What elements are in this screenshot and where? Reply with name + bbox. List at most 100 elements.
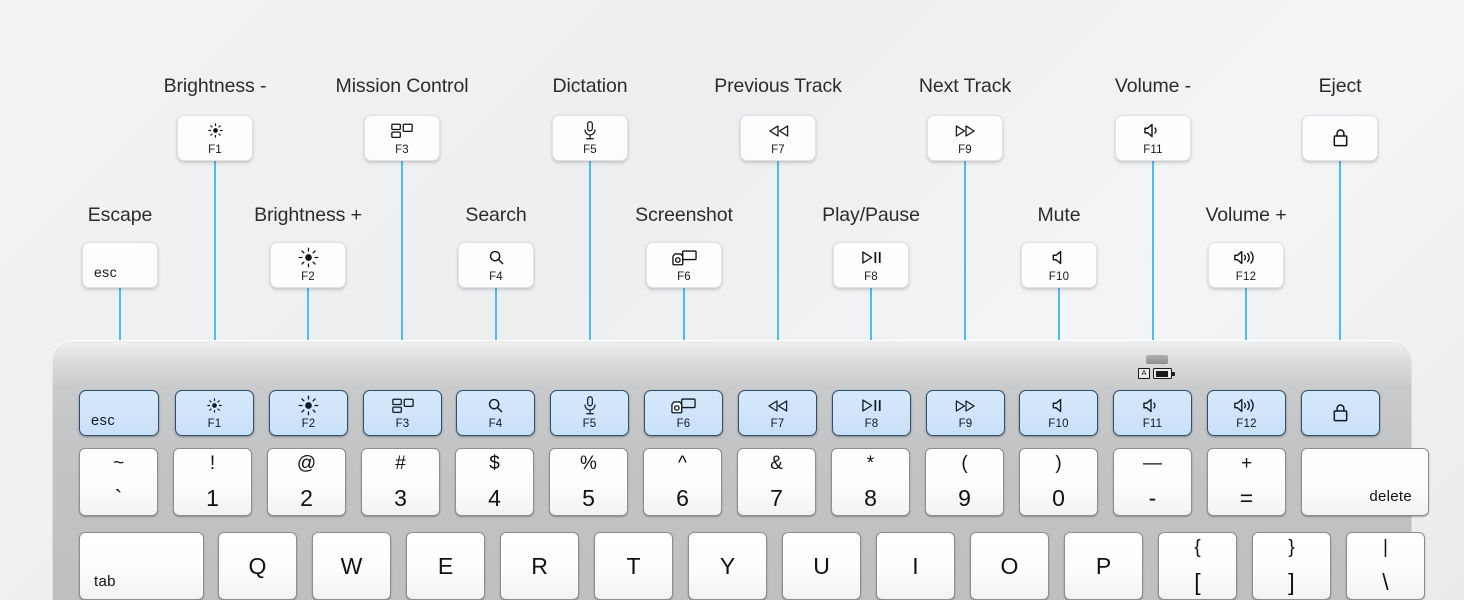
keyboard-key-w[interactable]: W <box>312 532 391 600</box>
callout-key-f5[interactable]: F5 <box>552 115 628 161</box>
keyboard-key-1[interactable]: !1 <box>173 448 252 516</box>
key-legend: F11 <box>1143 143 1163 156</box>
key-legend: F1 <box>208 143 222 156</box>
key-legend-shift: — <box>1143 453 1162 474</box>
callout-key-f4[interactable]: F4 <box>458 242 534 288</box>
key-legend: ` <box>114 485 123 511</box>
mute-icon <box>1052 396 1066 416</box>
key-legend: \ <box>1382 569 1389 595</box>
keyboard-chassis: esc F1 F2 F3 F4 F5 F6 F7 F8 <box>52 340 1429 600</box>
callout-label-f7: Previous Track <box>714 75 842 97</box>
callout-key-f9[interactable]: F9 <box>927 115 1003 161</box>
battery-indicator-icon <box>1153 368 1175 379</box>
key-legend: delete <box>1369 488 1412 505</box>
keyboard-key-eject[interactable] <box>1301 390 1380 436</box>
keyboard-key-3[interactable]: #3 <box>361 448 440 516</box>
previous-track-icon <box>766 396 789 416</box>
keyboard-key-0[interactable]: )0 <box>1019 448 1098 516</box>
key-legend-shift: ( <box>961 453 968 474</box>
keyboard-key-tab[interactable]: tab <box>79 532 204 600</box>
keyboard-key-i[interactable]: I <box>876 532 955 600</box>
keyboard-key-f4[interactable]: F4 <box>456 390 535 436</box>
keyboard-key-7[interactable]: &7 <box>737 448 816 516</box>
keyboard-key-f2[interactable]: F2 <box>269 390 348 436</box>
keyboard-key--[interactable]: —- <box>1113 448 1192 516</box>
callout-key-f3[interactable]: F3 <box>364 115 440 161</box>
keyboard-key-5[interactable]: %5 <box>549 448 628 516</box>
keyboard-key-f1[interactable]: F1 <box>175 390 254 436</box>
connector-line-f12 <box>1245 288 1247 390</box>
key-legend: W <box>340 552 363 579</box>
brightness-up-icon <box>298 247 319 269</box>
connector-line-eject <box>1339 161 1341 390</box>
key-legend-shift: ^ <box>678 453 687 474</box>
callout-key-eject[interactable] <box>1302 115 1378 161</box>
keyboard-key-t[interactable]: T <box>594 532 673 600</box>
callout-key-f10[interactable]: F10 <box>1021 242 1097 288</box>
key-legend: F2 <box>301 270 315 283</box>
key-legend: 9 <box>958 485 971 511</box>
callout-label-f10: Mute <box>1037 204 1081 226</box>
key-legend-shift: * <box>866 453 875 474</box>
keyboard-key-p[interactable]: P <box>1064 532 1143 600</box>
keyboard-key-f12[interactable]: F12 <box>1207 390 1286 436</box>
key-legend: F5 <box>582 417 597 430</box>
keyboard-key-bracket-right[interactable]: }] <box>1252 532 1331 600</box>
keyboard-key-delete[interactable]: delete <box>1301 448 1429 516</box>
keyboard-key-bracket-left[interactable]: {[ <box>1158 532 1237 600</box>
keyboard-key-f5[interactable]: F5 <box>550 390 629 436</box>
keyboard-key-f7[interactable]: F7 <box>738 390 817 436</box>
keyboard-key-f11[interactable]: F11 <box>1113 390 1192 436</box>
keyboard-key-8[interactable]: *8 <box>831 448 910 516</box>
microphone-icon <box>583 396 596 416</box>
connector-line-f10 <box>1058 288 1060 390</box>
keyboard-key-f8[interactable]: F8 <box>832 390 911 436</box>
callout-key-f12[interactable]: F12 <box>1208 242 1284 288</box>
keyboard-key-r[interactable]: R <box>500 532 579 600</box>
keyboard-key-2[interactable]: @2 <box>267 448 346 516</box>
key-legend: - <box>1148 485 1157 511</box>
key-legend: F9 <box>958 417 973 430</box>
callout-key-f7[interactable]: F7 <box>740 115 816 161</box>
connector-line-f6 <box>683 288 685 390</box>
keyboard-key-y[interactable]: Y <box>688 532 767 600</box>
connector-line-f5 <box>589 161 591 390</box>
connector-line-f1 <box>214 161 216 390</box>
callout-key-esc[interactable]: esc <box>82 242 158 288</box>
callout-key-f8[interactable]: F8 <box>833 242 909 288</box>
key-legend: 0 <box>1052 485 1065 511</box>
keyboard-key-o[interactable]: O <box>970 532 1049 600</box>
key-legend-shift: $ <box>489 453 500 474</box>
connector-line-f11 <box>1152 161 1154 390</box>
keyboard-key-f9[interactable]: F9 <box>926 390 1005 436</box>
key-legend: F6 <box>676 417 691 430</box>
callout-key-f1[interactable]: F1 <box>177 115 253 161</box>
callout-label-f12: Volume + <box>1205 204 1287 226</box>
keyboard-key-q[interactable]: Q <box>218 532 297 600</box>
callout-key-f6[interactable]: F6 <box>646 242 722 288</box>
brightness-up-icon <box>298 395 319 416</box>
keyboard-key-backslash[interactable]: |\ <box>1346 532 1425 600</box>
keyboard-key-backtick[interactable]: ~` <box>79 448 158 516</box>
mission-control-icon <box>391 120 413 142</box>
callout-key-f2[interactable]: F2 <box>270 242 346 288</box>
keyboard-key-=[interactable]: += <box>1207 448 1286 516</box>
volume-up-icon <box>1233 247 1259 269</box>
keyboard-key-f6[interactable]: F6 <box>644 390 723 436</box>
callout-key-f11[interactable]: F11 <box>1115 115 1191 161</box>
key-legend: esc <box>94 264 117 280</box>
volume-down-icon <box>1143 396 1162 416</box>
keyboard-key-4[interactable]: $4 <box>455 448 534 516</box>
screenshot-icon <box>671 396 696 416</box>
keyboard-key-9[interactable]: (9 <box>925 448 1004 516</box>
keyboard-key-f10[interactable]: F10 <box>1019 390 1098 436</box>
connector-line-f8 <box>870 288 872 390</box>
connector-line-f7 <box>777 161 779 390</box>
key-legend: I <box>912 552 919 579</box>
keyboard-key-esc[interactable]: esc <box>79 390 159 436</box>
key-legend-shift: & <box>770 453 783 474</box>
keyboard-key-u[interactable]: U <box>782 532 861 600</box>
keyboard-key-f3[interactable]: F3 <box>363 390 442 436</box>
keyboard-key-6[interactable]: ^6 <box>643 448 722 516</box>
keyboard-key-e[interactable]: E <box>406 532 485 600</box>
